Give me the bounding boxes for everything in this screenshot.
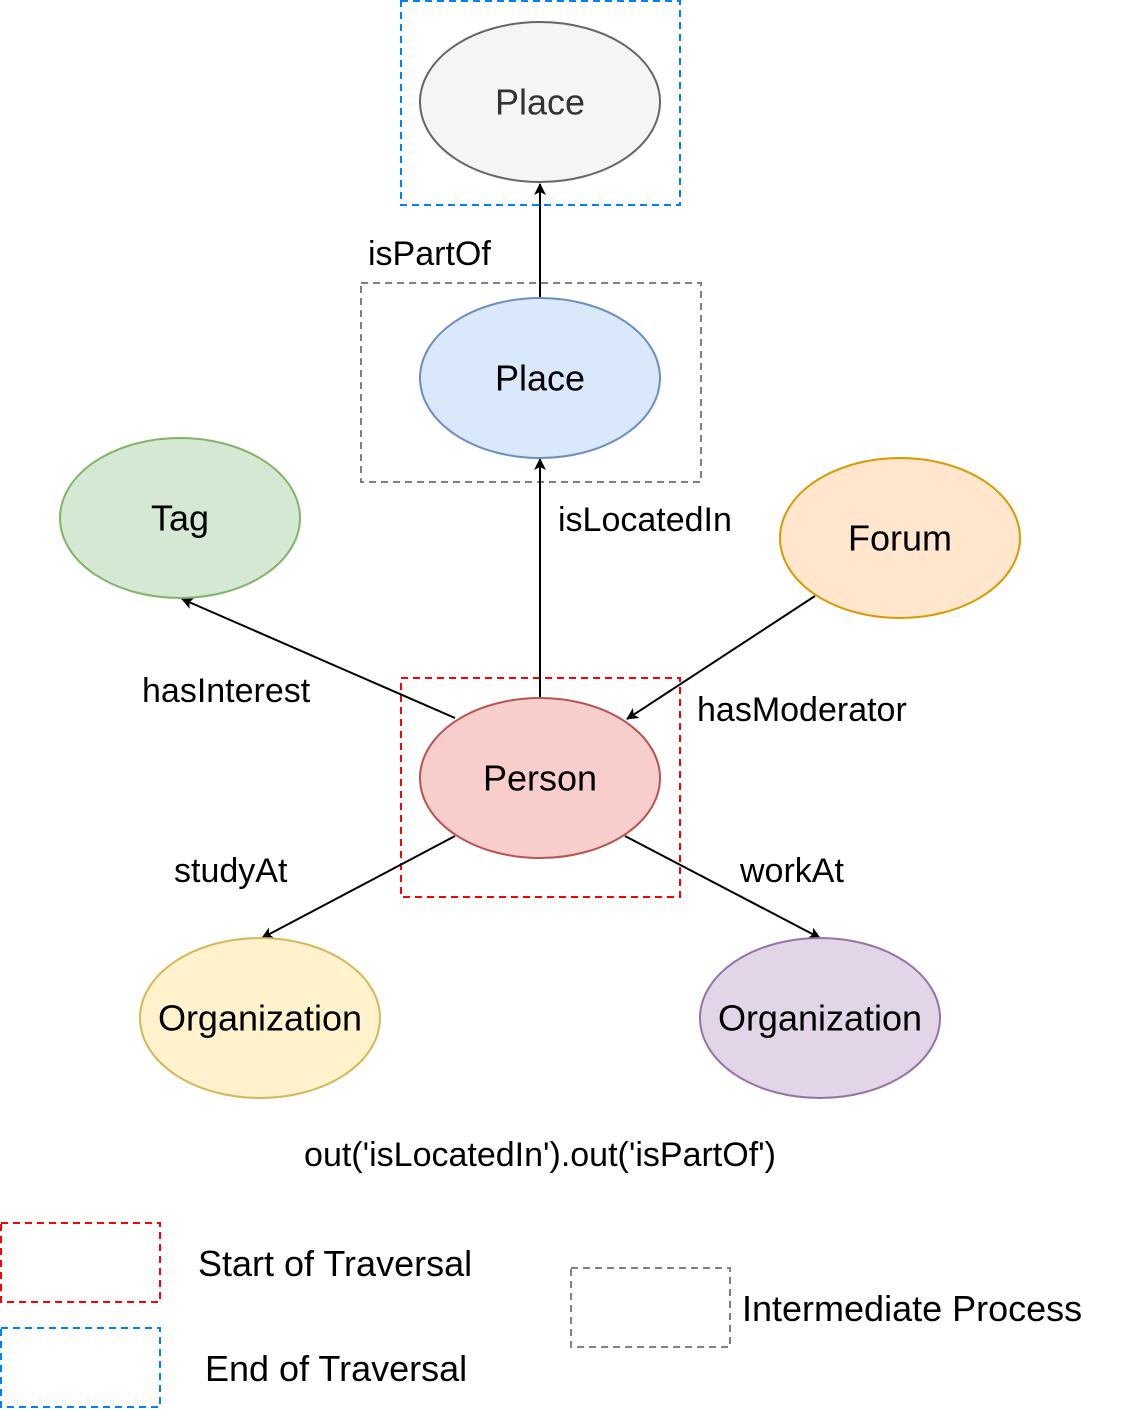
node-tag[interactable]: Tag	[59, 437, 301, 599]
place-intermediate-label: Place	[495, 358, 585, 399]
legend-start-label: Start of Traversal	[198, 1243, 472, 1284]
tag-label: Tag	[151, 498, 209, 539]
intermediate-process-box	[360, 282, 702, 483]
edge-workAt	[624, 835, 821, 939]
edge-studyAt	[261, 835, 456, 939]
node-place-end[interactable]: Place	[419, 21, 661, 183]
organization-study-label: Organization	[158, 998, 362, 1039]
node-place-intermediate[interactable]: Place	[419, 297, 661, 459]
start-of-traversal-box	[400, 677, 681, 898]
person-label: Person	[483, 758, 597, 799]
edge-label-isPartOf: isPartOf	[368, 235, 491, 273]
traversal-query: out('isLocatedIn').out('isPartOf')	[304, 1136, 776, 1174]
end-of-traversal-box	[400, 0, 681, 206]
organization-study-ellipse	[139, 937, 381, 1099]
edge-hasModerator	[626, 595, 816, 720]
place-intermediate-ellipse	[419, 297, 661, 459]
edge-label-hasModerator: hasModerator	[697, 691, 907, 729]
node-person[interactable]: Person	[419, 697, 661, 859]
legend-intermediate-label: Intermediate Process	[742, 1288, 1082, 1329]
legend: Start of Traversal End of Traversal Inte…	[0, 1222, 1082, 1408]
organization-work-ellipse	[699, 937, 941, 1099]
place-end-label: Place	[495, 82, 585, 123]
place-end-ellipse	[419, 21, 661, 183]
edge-label-studyAt: studyAt	[174, 852, 288, 890]
forum-ellipse	[779, 457, 1021, 619]
legend-intermediate-swatch	[570, 1267, 731, 1348]
forum-label: Forum	[848, 518, 952, 559]
node-organization-study[interactable]: Organization	[139, 937, 381, 1099]
node-organization-work[interactable]: Organization	[699, 937, 941, 1099]
edge-label-isLocatedIn: isLocatedIn	[558, 501, 732, 539]
tag-ellipse	[59, 437, 301, 599]
legend-end-label: End of Traversal	[205, 1348, 467, 1389]
edges	[181, 183, 821, 939]
edge-label-hasInterest: hasInterest	[142, 672, 311, 710]
organization-work-label: Organization	[718, 998, 922, 1039]
person-ellipse	[419, 697, 661, 859]
legend-end-swatch	[0, 1327, 161, 1408]
legend-start-swatch	[0, 1222, 161, 1303]
edge-label-workAt: workAt	[739, 852, 844, 890]
edge-hasInterest	[181, 597, 456, 719]
node-forum[interactable]: Forum	[779, 457, 1021, 619]
